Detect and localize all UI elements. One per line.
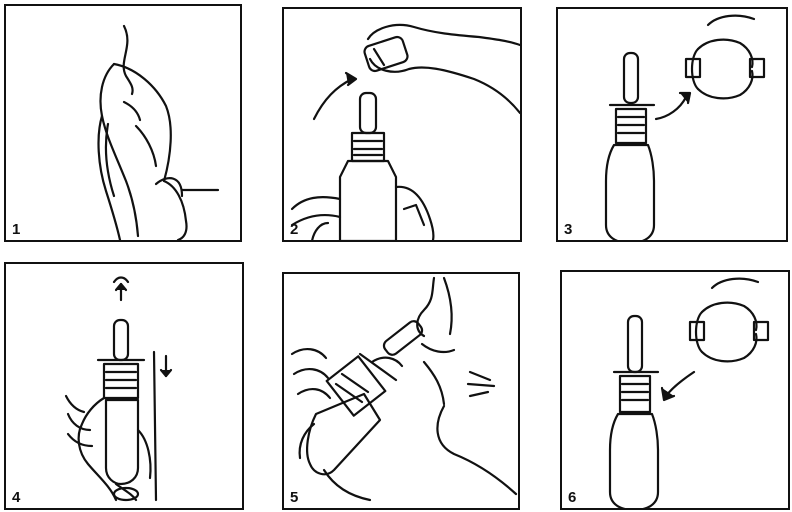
step-number: 5 bbox=[290, 489, 298, 506]
step-1-panel: 1 bbox=[4, 4, 242, 242]
step-2-panel: 2 bbox=[282, 7, 522, 242]
blow-nose-illustration bbox=[6, 6, 242, 242]
step-number: 1 bbox=[12, 221, 20, 238]
step-number: 6 bbox=[568, 489, 576, 506]
prime-pump-illustration bbox=[6, 264, 244, 510]
step-5-panel: 5 bbox=[282, 272, 520, 510]
step-4-panel: 4 bbox=[4, 262, 244, 510]
step-number: 4 bbox=[12, 489, 20, 506]
step-3-panel: 3 bbox=[556, 7, 788, 242]
spray-nostril-illustration bbox=[284, 274, 520, 510]
step-number: 2 bbox=[290, 221, 298, 238]
remove-cap-illustration bbox=[284, 9, 522, 242]
replace-clip-illustration bbox=[562, 272, 790, 510]
step-6-panel: 6 bbox=[560, 270, 790, 510]
clip-removal-illustration bbox=[558, 9, 788, 242]
step-number: 3 bbox=[564, 221, 572, 238]
